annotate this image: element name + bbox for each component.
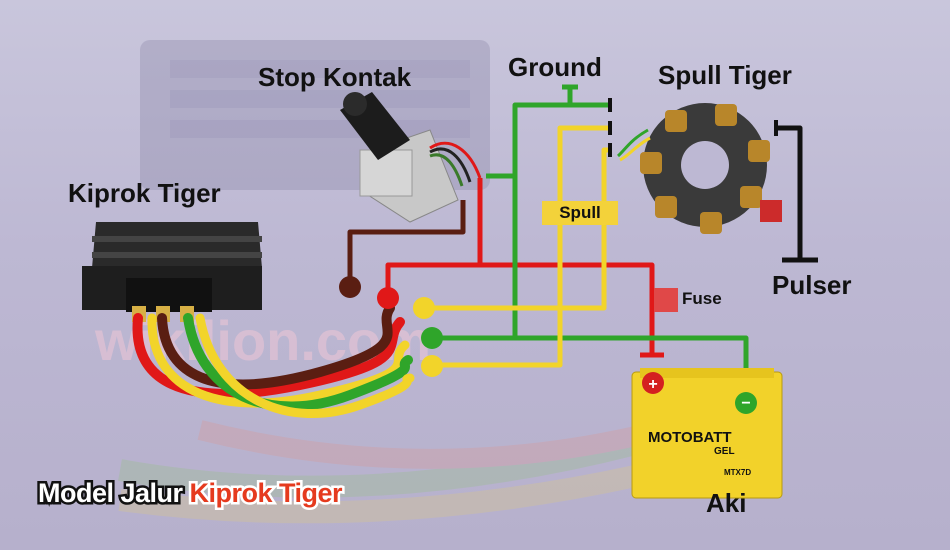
dot-yellow-2: [421, 355, 443, 377]
fuse-block: [654, 288, 678, 312]
label-stop-kontak: Stop Kontak: [258, 62, 412, 92]
kiprok-cables: [132, 303, 415, 418]
caption-part2: Kiprok Tiger: [187, 476, 345, 511]
battery-minus-terminal: [735, 392, 757, 414]
kiprok-regulator: [82, 222, 262, 322]
dot-brown: [339, 276, 361, 298]
battery-brand: MOTOBATT: [648, 429, 732, 446]
battery-brand-sub: GEL: [714, 446, 735, 457]
dot-red: [377, 287, 399, 309]
label-spull-tiger: Spull Tiger: [658, 60, 792, 90]
battery-plus-terminal: [642, 372, 664, 394]
caption-part1: Model Jalur: [36, 476, 190, 511]
label-kiprok-tiger: Kiprok Tiger: [68, 178, 221, 208]
svg-text:+: +: [648, 376, 657, 393]
label-ground: Ground: [508, 52, 602, 82]
connector-ends: [608, 98, 778, 157]
stator-coil: [616, 103, 782, 234]
wire-routes: [347, 87, 818, 376]
dot-yellow-1: [413, 297, 435, 319]
battery-model: MTX7D: [724, 468, 751, 477]
svg-text:−: −: [741, 395, 750, 412]
label-pulser: Pulser: [772, 270, 852, 300]
dot-green: [421, 327, 443, 349]
ignition-switch: [340, 92, 482, 223]
battery: + − MOTOBATT GEL MTX7D: [631, 368, 783, 499]
label-aki: Aki: [706, 488, 747, 518]
label-fuse: Fuse: [682, 289, 722, 308]
label-spull: Spull: [542, 201, 618, 225]
caption: Model Jalur Kiprok Tiger: [36, 476, 346, 511]
